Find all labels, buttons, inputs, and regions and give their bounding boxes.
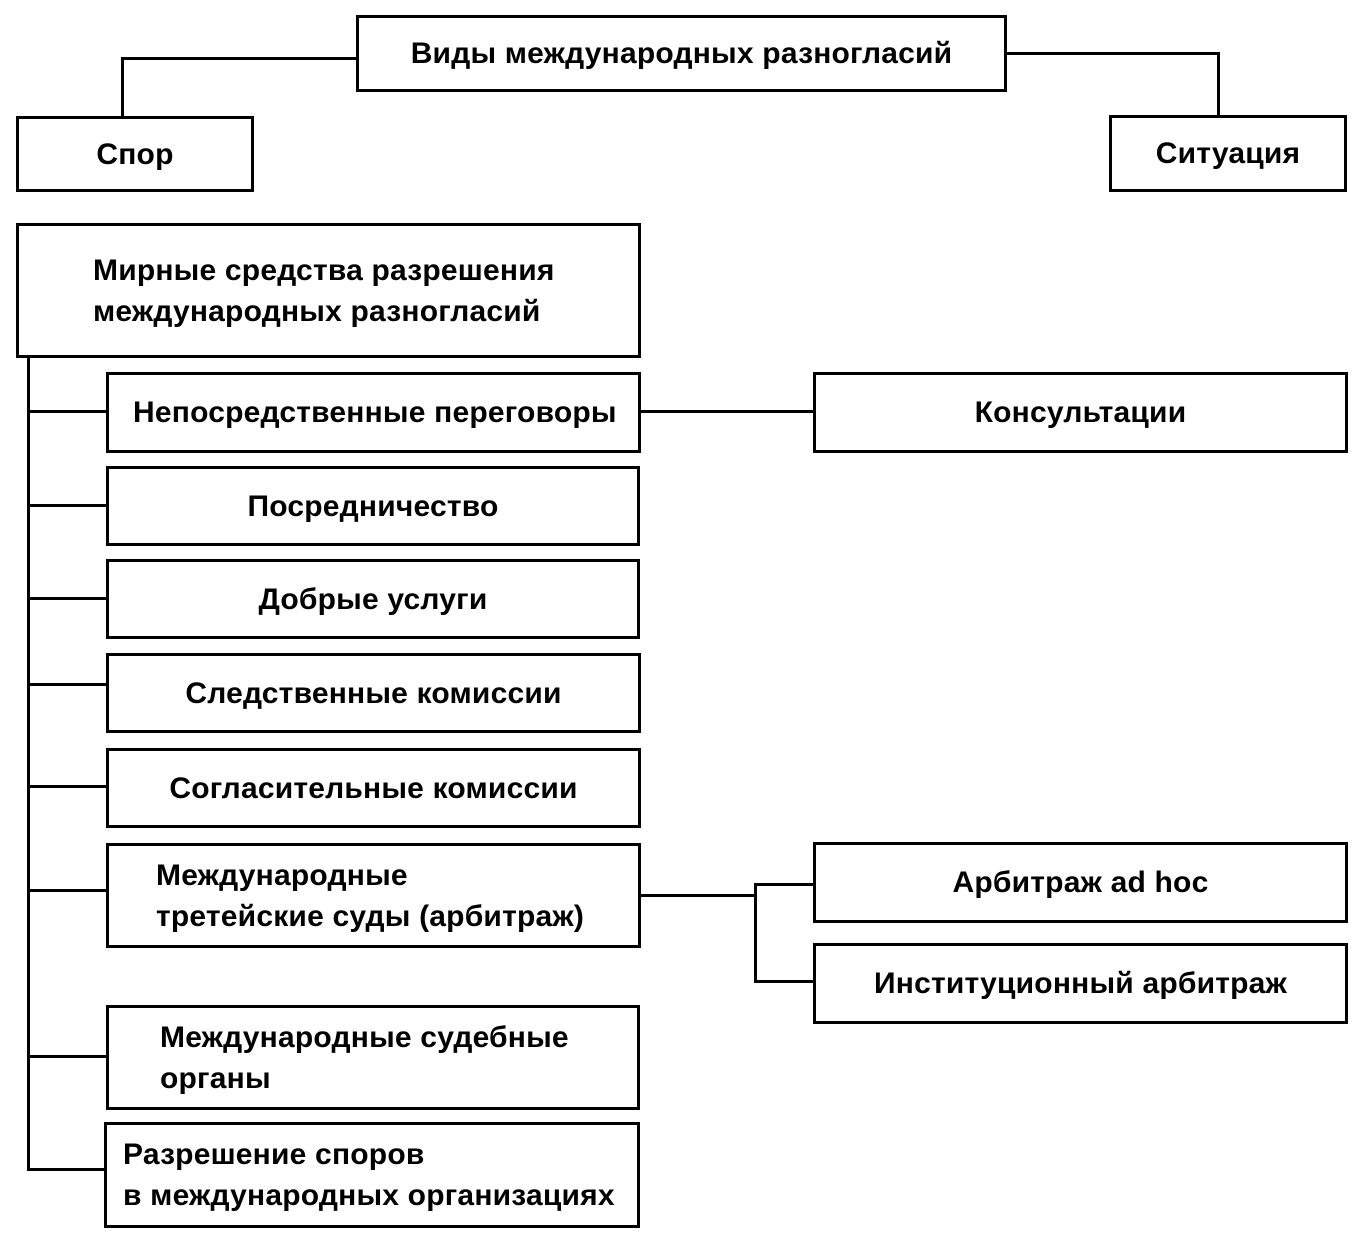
international-judicial-bodies-label-line1: Международные судебные [160,1020,569,1054]
peaceful-means-box: Мирные средства разрешения международных… [16,223,641,358]
branch-line [27,1055,109,1058]
connector [754,883,757,983]
types-of-disagreements-label: Виды международных разногласий [410,37,953,70]
inquiry-commissions-box: Следственные комиссии [106,653,641,733]
consultations-box: Консультации [813,372,1348,453]
connector [637,894,757,897]
dispute-label: Спор [96,137,174,171]
connector [121,57,359,60]
situation-label: Ситуация [1155,137,1301,170]
dispute-resolution-in-organizations-label-line1: Разрешение споров [123,1138,425,1171]
types-of-disagreements-box: Виды международных разногласий [356,15,1007,92]
international-judicial-bodies-box: Международные судебные органы [106,1005,640,1110]
international-judicial-bodies-label-line2: органы [160,1061,271,1095]
peaceful-means-label-line1: Мирные средства разрешения [93,253,555,287]
dispute-resolution-in-organizations-label-line2: в международных организациях [123,1179,615,1212]
institutional-arbitration-label: Институционный арбитраж [873,967,1288,1000]
consultations-label: Консультации [974,396,1187,429]
branch-line [27,889,109,892]
branch-line [27,504,109,507]
peaceful-means-label-line2: международных разногласий [93,294,541,328]
connector [1004,52,1220,55]
institutional-arbitration-box: Институционный арбитраж [813,943,1348,1024]
situation-box: Ситуация [1109,115,1347,192]
good-offices-label: Добрые услуги [258,582,488,616]
good-offices-box: Добрые услуги [106,559,640,639]
connector [754,980,816,983]
conciliation-commissions-box: Согласительные комиссии [106,748,641,828]
connector [1217,52,1220,118]
trunk-line [27,356,30,1171]
branch-line [27,410,109,413]
inquiry-commissions-label: Следственные комиссии [185,676,562,710]
direct-negotiations-box: Непосредственные переговоры [106,372,641,453]
international-arbitration-label-line1: Международные [156,858,408,892]
conciliation-commissions-label: Согласительные комиссии [169,771,578,805]
branch-line [27,785,109,788]
connector [754,883,816,886]
branch-line [27,1168,109,1171]
arbitration-ad-hoc-label: Арбитраж ad hoc [952,866,1209,899]
mediation-label: Посредничество [247,489,499,523]
connector [637,410,816,413]
connector [121,57,124,119]
branch-line [27,683,109,686]
dispute-resolution-in-organizations-box: Разрешение споров в международных органи… [104,1122,640,1228]
mediation-box: Посредничество [106,466,640,546]
dispute-box: Спор [16,116,254,192]
international-arbitration-label-line2: третейские суды (арбитраж) [156,899,585,933]
arbitration-ad-hoc-box: Арбитраж ad hoc [813,842,1348,923]
direct-negotiations-label: Непосредственные переговоры [133,396,617,429]
branch-line [27,597,109,600]
international-arbitration-box: Международные третейские суды (арбитраж) [106,843,641,948]
